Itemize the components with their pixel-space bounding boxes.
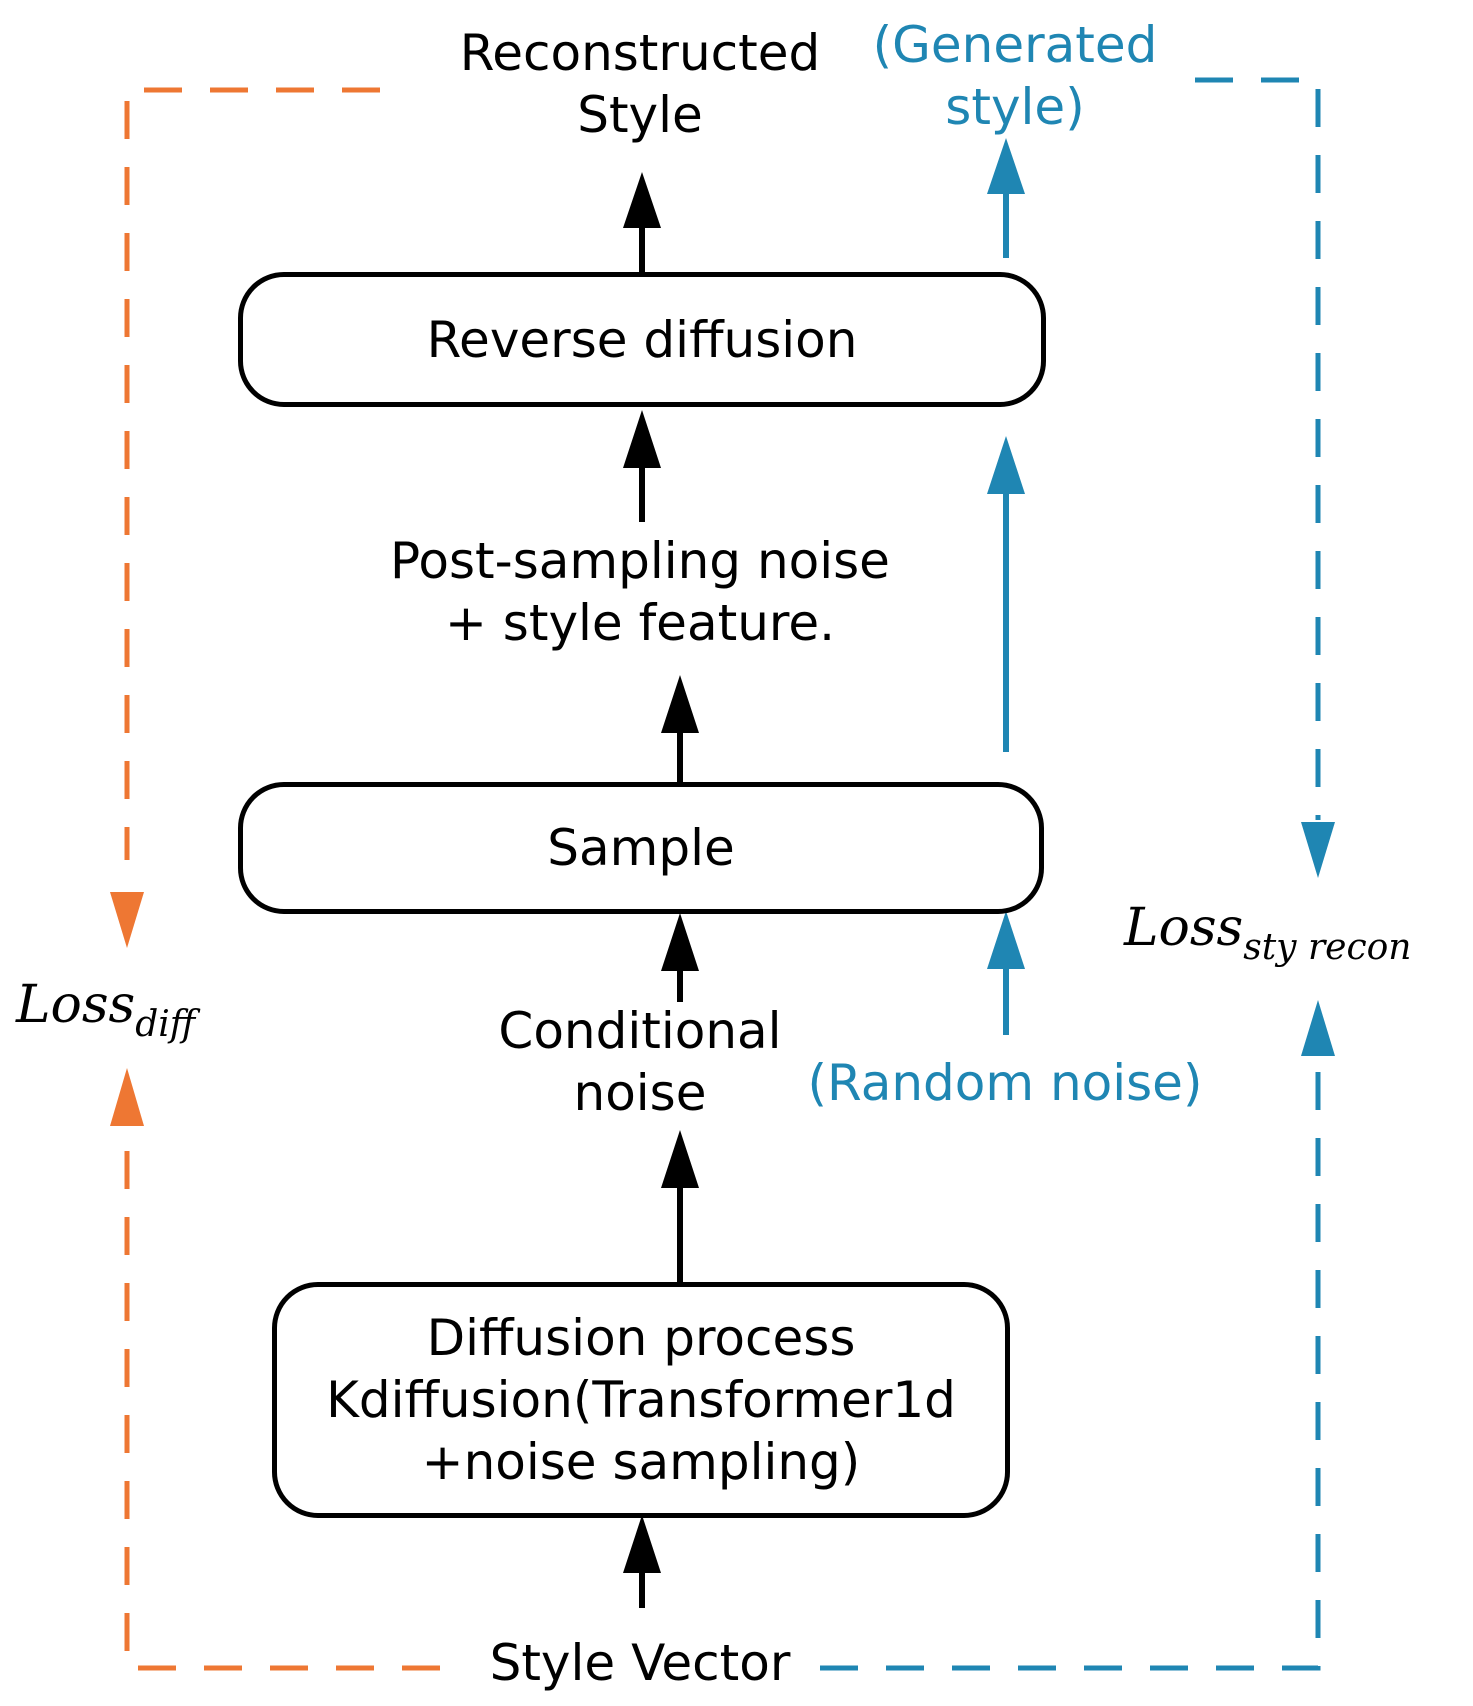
diffusion-process-label: Diffusion process Kdiffusion(Transformer…	[326, 1309, 956, 1491]
loss-diff-top-path	[124, 87, 380, 860]
loss-sty-recon-label: Losssty recon	[1124, 898, 1411, 968]
arrowhead-reconstructed	[623, 172, 661, 228]
loss-diff-sub: diff	[135, 1004, 196, 1045]
arrowhead-post-sampling	[661, 675, 699, 733]
post-sampling-label: Post-sampling noise + style feature.	[390, 532, 890, 652]
style-vector-label: Style Vector	[489, 1634, 791, 1692]
generated-flow-arrowheads	[987, 138, 1025, 969]
loss-diff-base: Loss	[16, 975, 136, 1035]
loss-diff-loop	[124, 87, 440, 1671]
loss-sty-recon-arrowhead-up	[1301, 1000, 1335, 1056]
arrowhead-reverse	[623, 410, 661, 468]
loss-sty-recon-top-path	[1195, 77, 1321, 820]
sample-box: Sample	[238, 782, 1044, 914]
reverse-diffusion-label: Reverse diffusion	[426, 310, 858, 369]
sample-label: Sample	[547, 819, 735, 877]
diffusion-process-box: Diffusion process Kdiffusion(Transformer…	[272, 1282, 1010, 1518]
loss-sty-recon-bottom-path	[820, 1060, 1321, 1671]
arrowhead-sample	[661, 913, 699, 971]
loss-sty-recon-sub: sty recon	[1243, 927, 1412, 968]
arrowhead-generated	[987, 138, 1025, 194]
loss-diff-bottom-path	[124, 1120, 440, 1671]
main-flow-arrows	[639, 225, 683, 1608]
generated-style-label: (Generated style)	[872, 16, 1158, 136]
conditional-noise-label: Conditional noise	[498, 1002, 782, 1122]
loss-sty-recon-loop	[820, 77, 1321, 1671]
arrowhead-conditional	[661, 1130, 699, 1188]
arrowhead-diffusion	[623, 1515, 661, 1573]
arrowhead-blue-reverse	[987, 436, 1025, 494]
reverse-diffusion-box: Reverse diffusion	[238, 272, 1046, 407]
main-flow-arrowheads	[623, 172, 699, 1573]
loss-diff-arrowhead-down	[110, 892, 144, 948]
loss-diff-arrowhead-up	[110, 1068, 144, 1126]
arrowhead-blue-sample	[987, 911, 1025, 969]
reconstructed-style-label: Reconstructed Style	[459, 24, 821, 144]
loss-diff-label: Lossdiff	[16, 975, 195, 1045]
loss-sty-recon-arrowhead-down	[1301, 822, 1335, 878]
random-noise-label: (Random noise)	[807, 1054, 1203, 1112]
loss-sty-recon-base: Loss	[1124, 898, 1244, 958]
